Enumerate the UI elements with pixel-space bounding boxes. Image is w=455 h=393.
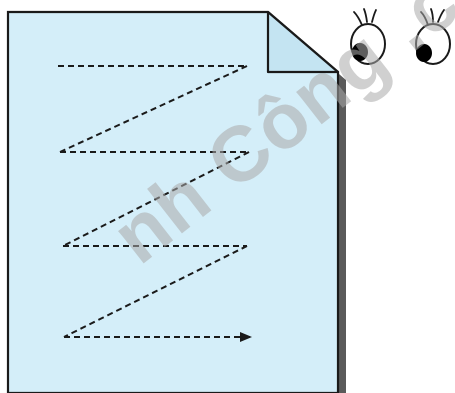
right-pupil [416,44,432,62]
left-pupil [352,43,368,61]
left-eyelashes [354,9,376,25]
right-eyelashes [421,9,444,25]
cartoon-eyes-icon [351,9,450,64]
page-fold-corner [268,12,338,72]
